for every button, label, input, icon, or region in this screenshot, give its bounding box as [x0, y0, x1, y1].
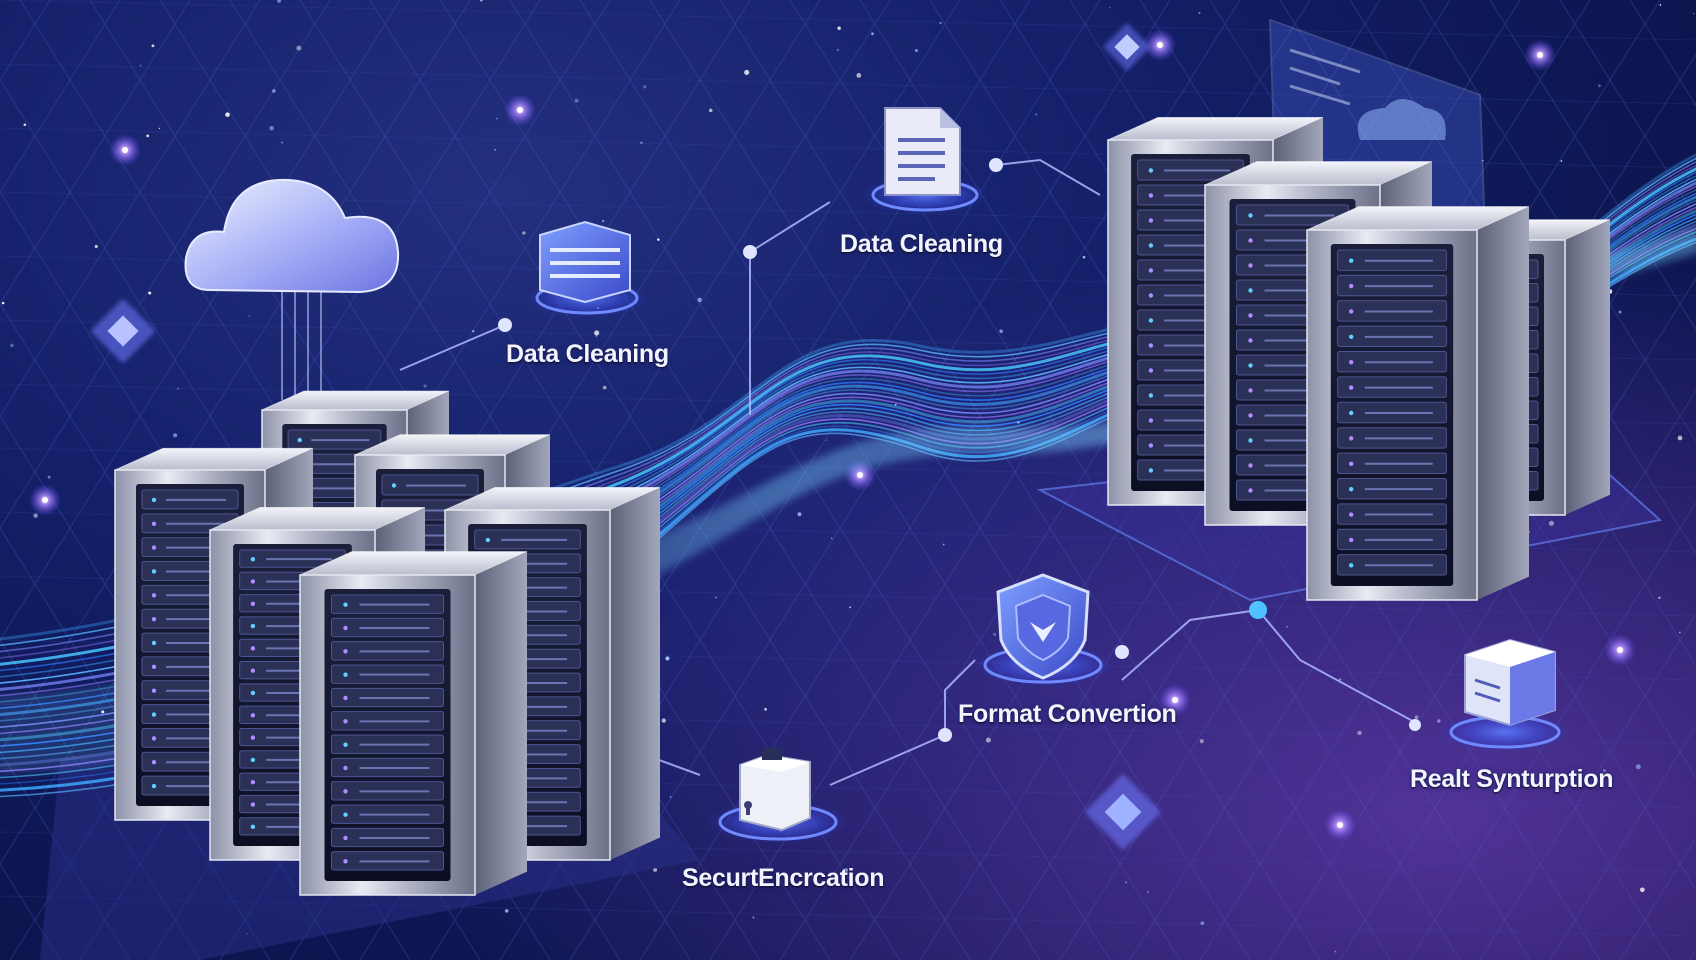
database-stack-icon — [525, 220, 649, 318]
shield-icon — [971, 573, 1115, 687]
connector-nodes — [498, 158, 1421, 742]
stage-label-format-convertion: Format Convertion — [958, 700, 1177, 728]
lock-box-icon — [706, 748, 850, 844]
document-icon — [860, 107, 990, 215]
left-server-cluster — [114, 390, 661, 896]
right-server-cluster — [1107, 117, 1611, 601]
stage-label-realtime-sync: Realt Synturption — [1410, 765, 1614, 793]
cloud-icon — [184, 178, 400, 400]
package-icon — [1437, 638, 1573, 752]
stage-label-data-cleaning-2: Data Cleaning — [840, 230, 1003, 258]
stage-label-secure-encryption: SecurtEncrcation — [682, 864, 885, 892]
stage-label-data-cleaning-1: Data Cleaning — [506, 340, 669, 368]
